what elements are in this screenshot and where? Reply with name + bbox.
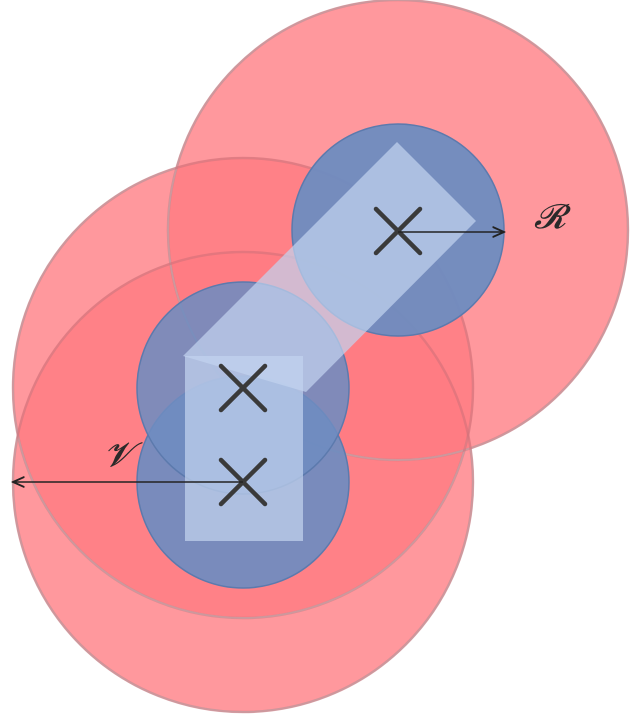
outline-top [166, 0, 630, 462]
label-R: 𝓡 [534, 197, 572, 237]
outline-middle [11, 156, 475, 620]
path-segment-diagonal [183, 142, 476, 392]
x-marker-middle [218, 363, 268, 413]
center-markers [218, 206, 423, 507]
path-segment-vertical [185, 356, 303, 541]
path-highlight [183, 142, 476, 541]
x-marker-top [373, 206, 423, 256]
